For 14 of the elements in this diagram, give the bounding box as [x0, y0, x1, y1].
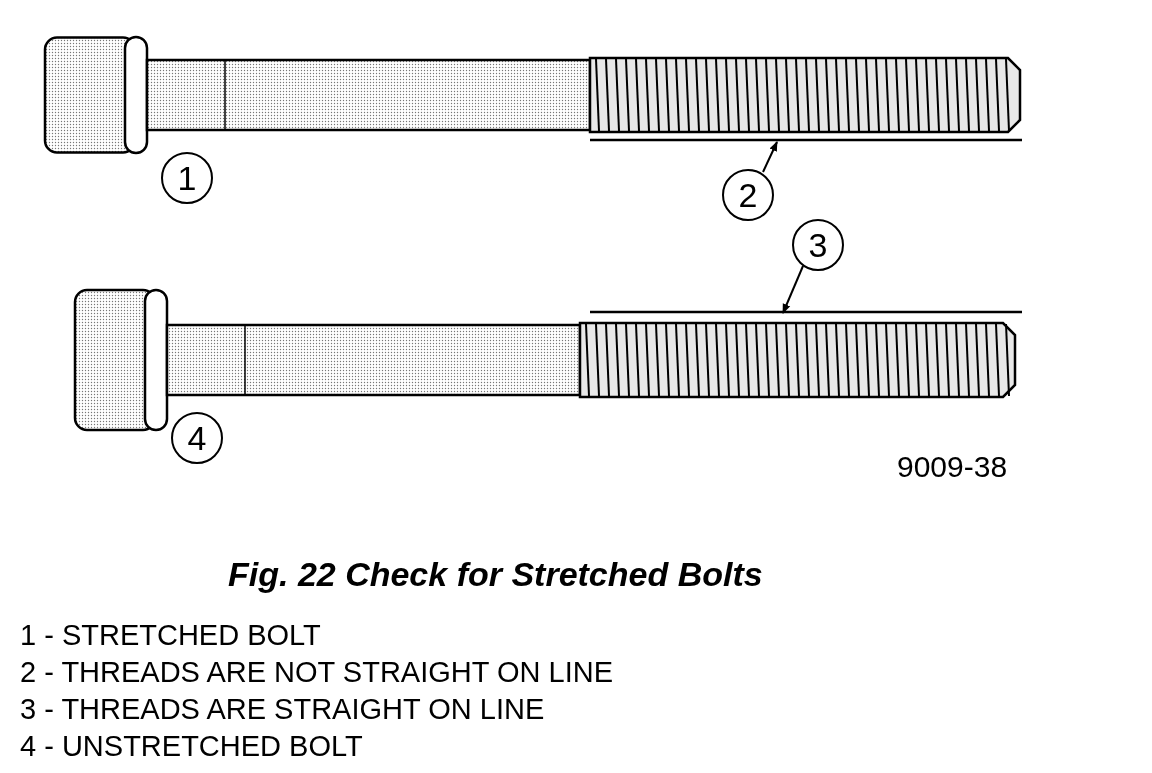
callout-number: 1: [161, 152, 213, 204]
callout-number: 4: [171, 412, 223, 464]
legend-text: 4 - UNSTRETCHED BOLT: [20, 730, 363, 763]
callout-number: 2: [722, 169, 774, 221]
leader-arrow: [762, 141, 778, 173]
leader-arrow: [782, 265, 804, 314]
figure-caption: Fig. 22 Check for Stretched Bolts: [228, 555, 763, 594]
legend-text: 2 - THREADS ARE NOT STRAIGHT ON LINE: [20, 656, 613, 689]
figure-number: 9009-38: [897, 450, 1008, 484]
legend-text: 1 - STRETCHED BOLT: [20, 619, 321, 652]
legend-text: 3 - THREADS ARE STRAIGHT ON LINE: [20, 693, 545, 726]
callout-number: 3: [792, 219, 844, 271]
straightedge-line: [590, 310, 1022, 314]
straightedge-line: [590, 138, 1022, 142]
